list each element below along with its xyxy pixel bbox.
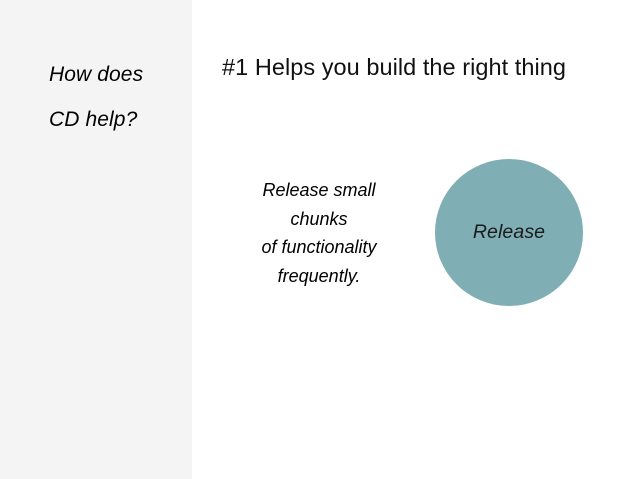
sidebar-heading-line-2: CD help? [49,108,138,131]
sidebar-heading-line-1: How does [49,63,144,86]
sidebar-panel: How does CD help? [0,0,192,479]
caption-line-1: Release small [262,180,376,200]
release-circle-shape: Release [435,159,583,306]
caption-line-3: of functionality [261,237,377,257]
sidebar-heading: How does CD help? [49,52,189,142]
main-content: #1 Helps you build the right thing Relea… [192,0,638,479]
caption-line-2: chunks [290,208,348,229]
caption-line-4: frequently. [277,265,361,286]
release-circle-label: Release [472,221,546,243]
caption-block: Release small chunks of functionality fr… [224,176,414,290]
slide-title: #1 Helps you build the right thing [222,54,566,80]
